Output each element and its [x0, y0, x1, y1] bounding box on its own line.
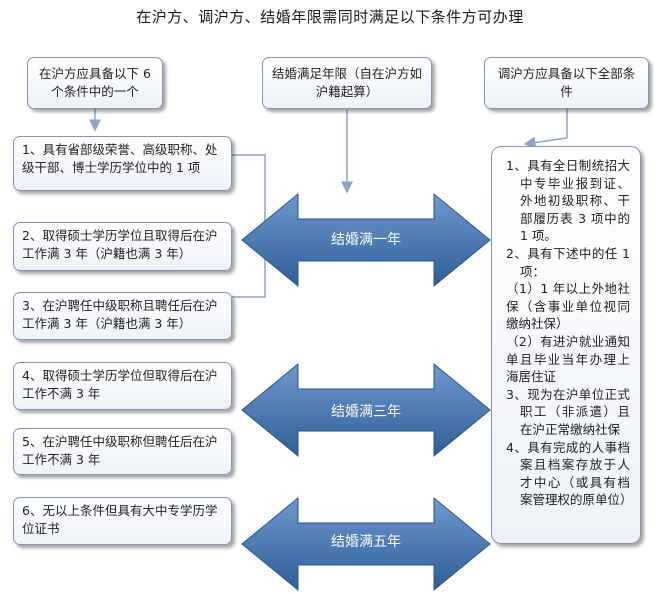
middle-header-box: 结婚满足年限（自在沪方如沪籍起算） [262, 57, 432, 109]
arrow-label-2: 结婚满三年 [331, 404, 401, 420]
double-arrow-1 [241, 192, 491, 288]
left-header-box: 在沪方应具备以下 6 个条件中的一个 [27, 57, 163, 109]
condition-box-4: 4、取得硕士学历学位但取得后在沪工作不满 3 年 [13, 362, 232, 410]
requirement-2-1: （1）1 年以上外地社保（含事业单位视同缴纳社保） [506, 281, 630, 332]
condition-box-2: 2、取得硕士学历学位且取得后在沪工作满 3 年（沪籍也满 3 年） [13, 222, 232, 271]
condition-box-3: 3、在沪聘任中级职称且聘任后在沪工作满 3 年（沪籍也满 3 年） [13, 292, 232, 340]
arrow-label-3: 结婚满五年 [331, 534, 401, 550]
double-arrow-2 [241, 362, 491, 458]
requirement-3: 3、现为在沪单位正式职工（非派遣）且在沪正常缴纳社保 [506, 386, 630, 437]
right-header-box: 调沪方应具备以下全部条件 [484, 57, 649, 109]
arrow-label-1: 结婚满一年 [331, 232, 401, 248]
left-header-text: 在沪方应具备以下 6 个条件中的一个 [39, 66, 151, 99]
requirement-2-2: （2）有进沪就业通知单且毕业当年办理上海居住证 [506, 333, 630, 385]
condition-box-1: 1、具有省部级荣誉、高级职称、处级干部、博士学历学位中的 1 项 [13, 136, 232, 191]
requirement-1: 1、具有全日制统招大中专毕业报到证、外地初级职称、干部履历表 3 项中的 1 项… [506, 158, 630, 244]
right-header-text: 调沪方应具备以下全部条件 [497, 66, 636, 99]
condition-box-6: 6、无以上条件但具有大中专学历学位证书 [13, 497, 232, 545]
right-requirements-box: 1、具有全日制统招大中专毕业报到证、外地初级职称、干部履历表 3 项中的 1 项… [491, 146, 641, 544]
requirement-4: 4、具有完成的人事档案且档案存放于人才中心（或具有档案管理权的原单位） [506, 439, 633, 508]
page-title: 在沪方、调沪方、结婚年限需同时满足以下条件方可办理 [136, 8, 524, 26]
middle-header-text: 结婚满足年限（自在沪方如沪籍起算） [271, 66, 422, 99]
requirement-2: 2、具有下述中的任 1 项： [506, 245, 630, 279]
condition-box-5: 5、在沪聘任中级职称但聘任后在沪工作不满 3 年 [13, 428, 232, 475]
